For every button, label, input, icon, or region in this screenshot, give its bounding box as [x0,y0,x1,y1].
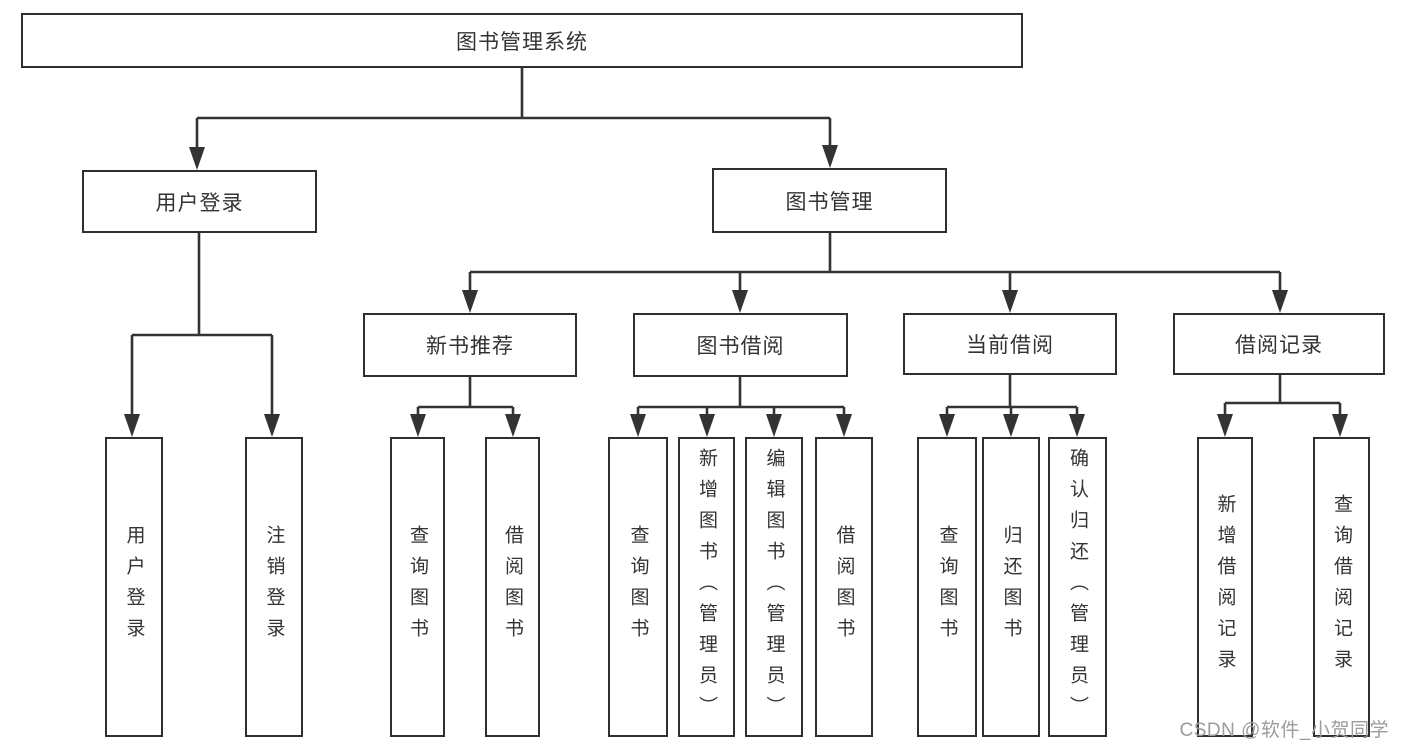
node-library-system: 图书管理系统 [21,13,1023,68]
connector-new-book-rec-children [410,377,521,437]
leaf-bb-add-book-admin-label: 新增图书（管理员） [696,447,717,727]
connector-current-borrow-children [939,375,1085,437]
connector-root-to-level2 [189,68,838,170]
connector-book-mgmt-children [462,233,1288,313]
node-book-management-label: 图书管理 [785,190,874,214]
leaf-cb-confirm-return-admin: 确认归还（管理员） [1048,437,1107,737]
leaf-logout: 注销登录 [245,437,303,737]
connector-borrow-record-children [1217,375,1348,437]
node-book-borrowing: 图书借阅 [633,313,848,377]
node-current-borrowing-label: 当前借阅 [966,334,1054,357]
leaf-logout-label: 注销登录 [263,525,285,649]
leaf-br-query-record: 查询借阅记录 [1313,437,1370,737]
leaf-cb-confirm-return-admin-label: 确认归还（管理员） [1067,447,1088,727]
leaf-br-query-record-label: 查询借阅记录 [1331,494,1352,680]
node-borrowing-records: 借阅记录 [1173,313,1385,375]
leaf-user-login: 用户登录 [105,437,163,737]
connector-user-login-children [124,233,280,437]
leaf-cb-query-book-label: 查询图书 [936,525,958,649]
node-library-system-label: 图书管理系统 [456,30,588,54]
node-borrowing-records-label: 借阅记录 [1235,334,1323,357]
leaf-br-add-record: 新增借阅记录 [1197,437,1253,737]
leaf-bb-edit-book-admin-label: 编辑图书（管理员） [763,447,785,727]
node-new-book-recommendation: 新书推荐 [363,313,577,377]
leaf-cb-query-book: 查询图书 [917,437,977,737]
csdn-watermark: CSDN @软件_小贺同学 [1179,720,1389,741]
leaf-bb-borrow-book-label: 借阅图书 [833,525,855,649]
node-user-login: 用户登录 [82,170,317,233]
leaf-rec-borrow-book: 借阅图书 [485,437,540,737]
leaf-cb-return-book: 归还图书 [982,437,1040,737]
leaf-bb-query-book: 查询图书 [608,437,668,737]
leaf-br-add-record-label: 新增借阅记录 [1214,494,1236,680]
connector-book-borrow-children [630,377,852,437]
leaf-rec-query-book: 查询图书 [390,437,445,737]
leaf-user-login-label: 用户登录 [123,525,145,649]
leaf-cb-return-book-label: 归还图书 [1000,525,1022,649]
node-current-borrowing: 当前借阅 [903,313,1117,375]
node-book-borrowing-label: 图书借阅 [696,335,785,358]
leaf-bb-borrow-book: 借阅图书 [815,437,873,737]
node-user-login-label: 用户登录 [155,191,244,215]
leaf-bb-add-book-admin: 新增图书（管理员） [678,437,735,737]
leaf-rec-borrow-book-label: 借阅图书 [502,525,523,649]
leaf-bb-query-book-label: 查询图书 [627,525,649,649]
leaf-bb-edit-book-admin: 编辑图书（管理员） [745,437,803,737]
leaf-rec-query-book-label: 查询图书 [407,525,428,649]
node-book-management: 图书管理 [712,168,947,233]
node-new-book-recommendation-label: 新书推荐 [426,335,514,358]
